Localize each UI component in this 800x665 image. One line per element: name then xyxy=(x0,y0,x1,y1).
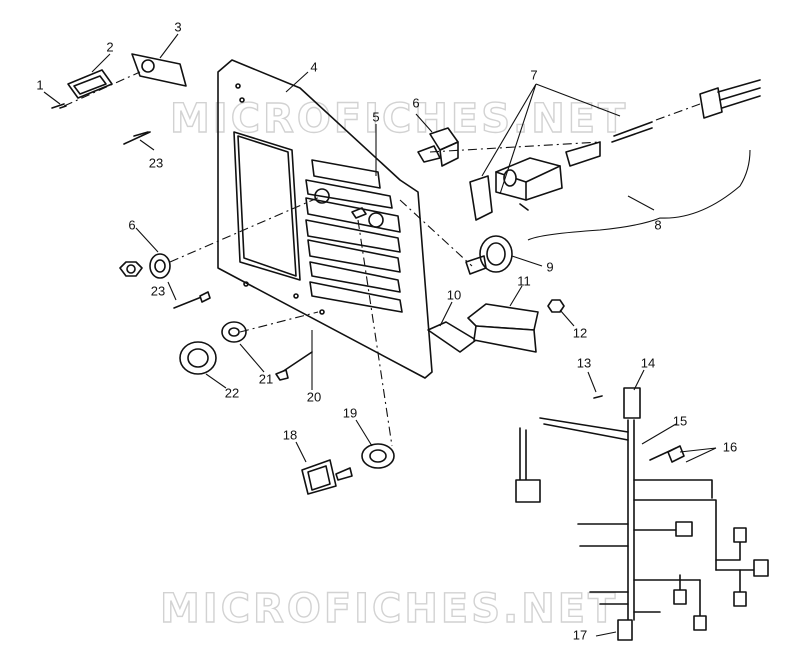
callout-9: 9 xyxy=(546,259,553,274)
callout-6-nut: 6 xyxy=(128,217,135,232)
wiring-harness xyxy=(515,387,769,641)
callout-3: 3 xyxy=(174,19,181,34)
callout-13: 13 xyxy=(577,355,591,370)
grommet-and-bracket xyxy=(51,53,187,137)
instrument-panel xyxy=(217,59,433,379)
callout-19: 19 xyxy=(343,405,357,420)
callout-8: 8 xyxy=(654,217,661,232)
rheostat xyxy=(399,199,513,275)
watermark-bottom: MICROFICHES.NET xyxy=(160,586,618,632)
key-and-ignition xyxy=(301,219,395,495)
bracket-and-pad xyxy=(427,299,565,353)
callout-14: 14 xyxy=(641,355,655,370)
callout-16: 16 xyxy=(723,439,737,454)
callout-5: 5 xyxy=(372,109,379,124)
callout-7: 7 xyxy=(530,67,537,82)
callout-2: 2 xyxy=(106,39,113,54)
callout-1: 1 xyxy=(36,77,43,92)
callout-23-upper: 23 xyxy=(149,155,163,170)
switch-assembly xyxy=(429,79,761,221)
callout-21: 21 xyxy=(259,371,273,386)
nut-and-washer xyxy=(119,195,323,279)
callout-11: 11 xyxy=(517,273,531,288)
callout-17: 17 xyxy=(573,627,587,642)
callout-12: 12 xyxy=(573,325,587,340)
callout-4: 4 xyxy=(310,59,317,74)
callout-22: 22 xyxy=(225,385,239,400)
callout-23-lower: 23 xyxy=(151,283,165,298)
screws xyxy=(123,131,211,309)
callout-18: 18 xyxy=(283,427,297,442)
leader-lines xyxy=(43,33,751,637)
bezel-hardware xyxy=(179,311,319,381)
callout-labels: 1 2 3 4 5 6 6 7 8 9 10 11 12 13 14 15 16… xyxy=(36,19,737,642)
callout-15: 15 xyxy=(673,413,687,428)
toggle-switch xyxy=(417,127,459,167)
callout-6-switch: 6 xyxy=(412,95,419,110)
callout-20: 20 xyxy=(307,389,321,404)
watermark-top: MICROFICHES.NET xyxy=(170,96,628,142)
callout-10: 10 xyxy=(447,287,461,302)
